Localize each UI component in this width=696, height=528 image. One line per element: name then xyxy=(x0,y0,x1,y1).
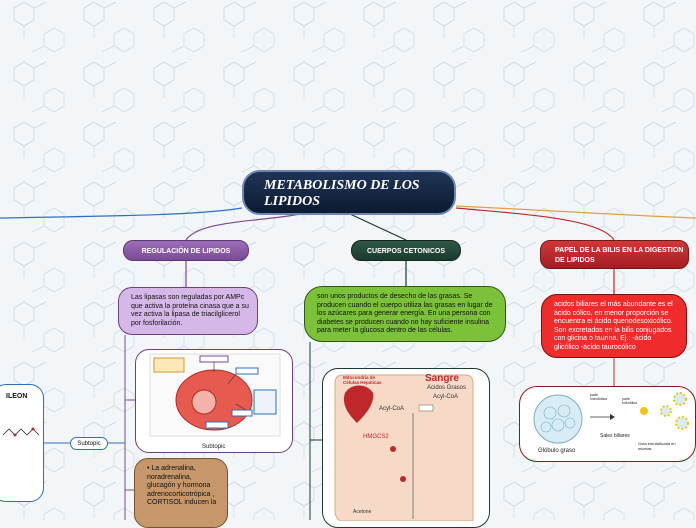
acyl-coa-blood-label: Acyl-CoA xyxy=(433,394,459,400)
hmgcs2-label: HMGCS2 xyxy=(363,434,389,440)
ketogenesis-diagram xyxy=(334,374,474,522)
branch-papel-bilis[interactable]: PAPEL DE LA BILIS EN LA DIGESTION DE LIP… xyxy=(540,240,689,269)
ileon-structure-icon xyxy=(2,427,40,437)
emulsification-diagram xyxy=(533,392,689,444)
image-bile-emulsification[interactable]: Glóbulo graso Sales biliares Gota emulsi… xyxy=(519,386,696,462)
note-regulacion[interactable]: Las lipasas son reguladas por AMPc que a… xyxy=(118,287,258,335)
image-caption-subtopic: Subtopic xyxy=(202,444,226,450)
parte-hidrofilica-label: parte hidrofílica xyxy=(622,397,637,405)
ileon-node[interactable] xyxy=(0,384,44,502)
acetone-label: Acetone xyxy=(353,509,372,515)
image-ketogenesis[interactable]: Mitocondria de Células Hepáticas Sangre … xyxy=(322,368,490,528)
branch-regulacion-lipidos[interactable]: REGULACIÓN DE LIPIDOS xyxy=(123,240,249,261)
note-bilis[interactable]: acidos biliares el más abundante es el á… xyxy=(541,294,687,358)
globulo-label: Glóbulo graso xyxy=(538,448,576,454)
central-topic-title[interactable]: METABOLISMO DE LOS LIPIDOS xyxy=(242,170,456,215)
parte-hidrofobica-label: parte hidrofóbica xyxy=(590,393,608,401)
mitocondria-label: Mitocondria de Células Hepáticas xyxy=(343,375,382,385)
branch-cuerpos-cetonicos[interactable]: CUERPOS CETONICOS xyxy=(351,240,461,261)
image-lipolysis-regulation[interactable]: Subtopic xyxy=(135,349,293,453)
subtopic-node-left[interactable]: Subtopic xyxy=(70,437,108,450)
note-hormonas[interactable]: • La adrenalina, noradrenalina, glucagón… xyxy=(134,458,228,528)
acyl-coa-mito-label: Acyl-CoA xyxy=(379,406,405,412)
lipolysis-diagram xyxy=(149,353,281,437)
acidos-grasos-label: Acidos Grasos xyxy=(427,385,467,391)
sales-biliares-label: Sales biliares xyxy=(600,433,630,439)
ileon-label: ILEON xyxy=(6,393,28,400)
sangre-label: Sangre xyxy=(425,373,459,384)
note-cuerpos-cetonicos[interactable]: son unos productos de desecho de las gra… xyxy=(304,286,506,342)
gota-label: Gota emulsificada en micelas xyxy=(638,441,676,451)
